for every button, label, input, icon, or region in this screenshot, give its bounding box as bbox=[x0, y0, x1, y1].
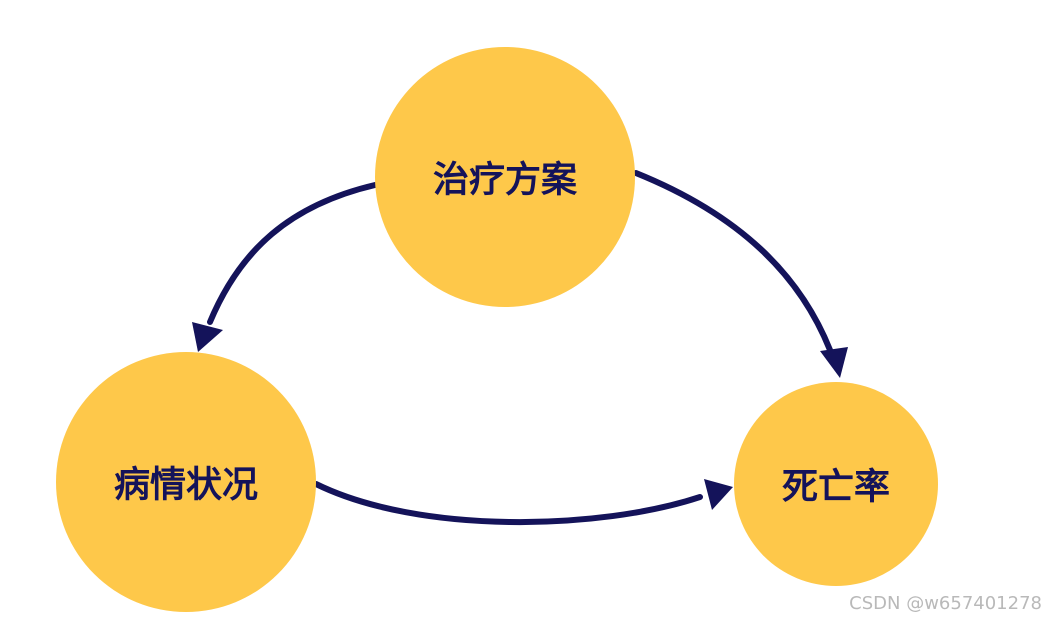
watermark: CSDN @w657401278 bbox=[849, 593, 1042, 614]
edge-treatment-to-mortality bbox=[633, 170, 833, 353]
node-condition-label: 病情状况 bbox=[114, 465, 258, 506]
node-condition-circle bbox=[56, 352, 316, 612]
edge-condition-to-mortality bbox=[313, 481, 703, 526]
node-condition: 病情状况 bbox=[56, 352, 316, 612]
arrowhead-treatment-to-mortality bbox=[820, 347, 848, 378]
node-mortality-circle bbox=[734, 382, 938, 586]
edge-treatment-to-condition bbox=[207, 182, 378, 325]
node-mortality: 死亡率 bbox=[734, 382, 938, 586]
node-mortality-label: 死亡率 bbox=[782, 467, 890, 508]
node-treatment-circle bbox=[375, 47, 635, 307]
arrowhead-condition-to-mortality bbox=[704, 479, 733, 510]
node-treatment-label: 治疗方案 bbox=[433, 160, 578, 201]
arrowhead-treatment-to-condition bbox=[192, 322, 223, 352]
node-treatment: 治疗方案 bbox=[375, 47, 635, 307]
